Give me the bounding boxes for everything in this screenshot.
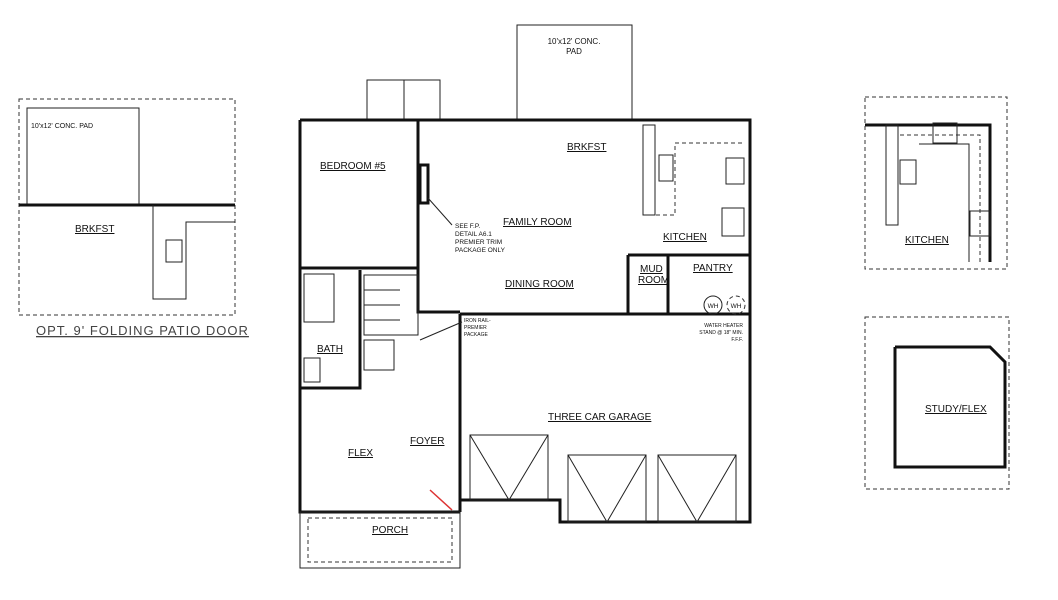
rail-note: IRON RAIL- PREMIER PACKAGE: [464, 318, 491, 338]
svg-text:DETAIL A6.1: DETAIL A6.1: [455, 231, 492, 238]
svg-text:STAND @ 18" MIN.: STAND @ 18" MIN.: [699, 330, 743, 336]
svg-text:PACKAGE ONLY: PACKAGE ONLY: [455, 247, 506, 254]
room-label-study: STUDY/FLEX: [925, 404, 987, 415]
room-label-bath: BATH: [317, 344, 343, 355]
room-label-family-room: FAMILY ROOM: [503, 217, 572, 228]
water-heater-label-1: WH: [708, 303, 719, 310]
fireplace-note: SEE F.P. DETAIL A6.1 PREMIER TRIM PACKAG…: [455, 223, 506, 254]
pad-label: 10'x12' CONC. PAD: [31, 123, 93, 130]
room-label-pantry: PANTRY: [693, 263, 733, 274]
room-label-mud: MUD: [640, 264, 663, 275]
main-plan: 10'x12' CONC. PAD: [298, 24, 752, 569]
pad-label-line2: PAD: [566, 47, 582, 56]
svg-text:WATER HEATER: WATER HEATER: [704, 323, 743, 329]
room-label-brkfst: BRKFST: [75, 224, 114, 235]
room-label-dining-room: DINING ROOM: [505, 279, 574, 290]
room-label-kitchen: KITCHEN: [905, 235, 949, 246]
option-kitchen: KITCHEN: [864, 96, 1008, 270]
svg-text:IRON RAIL-: IRON RAIL-: [464, 318, 491, 324]
room-label-kitchen: KITCHEN: [663, 232, 707, 243]
water-heater-label-2: WH: [731, 303, 742, 310]
room-label-porch: PORCH: [372, 525, 408, 536]
svg-text:F.F.F.: F.F.F.: [731, 337, 743, 343]
room-label-room: ROOM: [638, 275, 669, 286]
svg-text:PREMIER: PREMIER: [464, 325, 487, 331]
option-patio-door: 10'x12' CONC. PAD BRKFST OPT. 9' FOLDING…: [18, 98, 249, 338]
room-label-foyer: FOYER: [410, 436, 444, 447]
svg-text:SEE F.P.: SEE F.P.: [455, 223, 480, 230]
room-label-bedroom: BEDROOM #5: [320, 161, 386, 172]
svg-text:PREMIER TRIM: PREMIER TRIM: [455, 239, 502, 246]
option-caption: OPT. 9' FOLDING PATIO DOOR: [36, 323, 249, 338]
room-label-brkfst: BRKFST: [567, 142, 606, 153]
option-study: STUDY/FLEX: [864, 316, 1010, 490]
room-label-garage: THREE CAR GARAGE: [548, 412, 652, 423]
svg-text:PACKAGE: PACKAGE: [464, 332, 488, 338]
pad-label-line1: 10'x12' CONC.: [548, 37, 601, 46]
water-heater-note: WATER HEATER STAND @ 18" MIN. F.F.F.: [699, 323, 743, 343]
room-label-flex: FLEX: [348, 448, 373, 459]
